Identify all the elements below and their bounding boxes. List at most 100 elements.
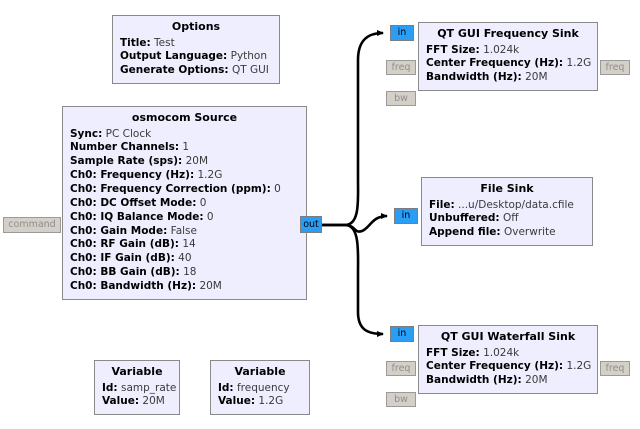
prop-key: Output Language: [120, 50, 228, 63]
prop-ch0-gain-mode: Ch0: Gain Mode: False [70, 225, 299, 239]
prop-key: Ch0: RF Gain (dB): [70, 238, 180, 251]
prop-key: Ch0: BB Gain (dB): [70, 266, 180, 279]
prop-value: 18 [183, 266, 197, 279]
prop-value: 20M [525, 374, 548, 387]
prop-value-row: Value: 1.2G [218, 395, 302, 409]
block-qt-gui-waterfall-sink[interactable]: QT GUI Waterfall Sink FFT Size: 1.024k C… [418, 325, 598, 395]
prop-value: 14 [182, 238, 196, 251]
prop-value: 20M [185, 155, 209, 168]
block-options-prop-output-language: Output Language: Python [120, 50, 272, 64]
block-variable-frequency[interactable]: Variable Id: frequency Value: 1.2G [210, 360, 310, 416]
prop-value: 0 [206, 210, 214, 223]
wire-out-to-file-sink [322, 213, 388, 233]
prop-value: Off [502, 212, 519, 225]
prop-value: 1.024k [483, 346, 520, 359]
prop-key: Ch0: IF Gain (dB): [70, 252, 175, 265]
prop-key: Sync: [70, 127, 103, 140]
prop-value: frequency [236, 381, 290, 394]
prop-number-channels: Number Channels: 1 [70, 141, 299, 155]
port-waterfall-sink-bw-in[interactable]: bw [386, 392, 416, 407]
prop-key: Sample Rate (sps): [70, 155, 183, 168]
port-waterfall-sink-freq-out[interactable]: freq [600, 361, 630, 376]
prop-key: Ch0: IQ Balance Mode: [70, 210, 204, 223]
port-frequency-sink-freq-in[interactable]: freq [386, 60, 416, 75]
prop-file: File: ...u/Desktop/data.cfile [429, 199, 585, 213]
prop-key: Append file: [429, 226, 501, 239]
wire-out-to-frequency-sink [322, 30, 384, 227]
prop-key: Value: [102, 395, 140, 408]
prop-center-frequency: Center Frequency (Hz): 1.2G [426, 360, 592, 374]
prop-value: 1.2G [566, 360, 592, 373]
prop-value: 1.2G [566, 57, 592, 70]
prop-key: Unbuffered: [429, 212, 500, 225]
prop-key: Ch0: DC Offset Mode: [70, 196, 197, 209]
prop-value: 0 [274, 182, 281, 195]
prop-value-row: Value: 20M [102, 395, 172, 409]
block-qt-gui-waterfall-sink-title: QT GUI Waterfall Sink [440, 330, 576, 343]
prop-value: Overwrite [503, 226, 556, 239]
prop-key: Bandwidth (Hz): [426, 71, 522, 84]
block-options-title: Options [171, 20, 221, 33]
block-variable-samp-rate[interactable]: Variable Id: samp_rate Value: 20M [94, 360, 180, 416]
prop-bandwidth: Bandwidth (Hz): 20M [426, 71, 590, 85]
block-options-prop-title: Title: Test [120, 37, 272, 51]
block-qt-gui-frequency-sink[interactable]: QT GUI Frequency Sink FFT Size: 1.024k C… [418, 22, 598, 92]
prop-key: FFT Size: [426, 346, 480, 359]
block-options-prop-generate-options: Generate Options: QT GUI [120, 64, 272, 78]
prop-value: 1.2G [197, 169, 223, 182]
wire-out-to-waterfall-sink [322, 223, 384, 337]
prop-ch0-frequency: Ch0: Frequency (Hz): 1.2G [70, 169, 299, 183]
prop-value: 20M [525, 71, 548, 84]
prop-value: samp_rate [120, 381, 177, 394]
block-variable-frequency-title: Variable [234, 365, 286, 378]
prop-value: PC Clock [105, 127, 152, 140]
prop-ch0-bandwidth: Ch0: Bandwidth (Hz): 20M [70, 280, 299, 294]
block-osmocom-source-title: osmocom Source [131, 111, 238, 124]
prop-key: Value: [218, 395, 256, 408]
prop-key: File: [429, 198, 455, 211]
prop-key: Ch0: Gain Mode: [70, 224, 168, 237]
prop-value: QT GUI [231, 64, 269, 77]
block-qt-gui-frequency-sink-title: QT GUI Frequency Sink [437, 27, 579, 40]
port-file-sink-in[interactable]: in [394, 208, 418, 224]
port-osmocom-command[interactable]: command [3, 217, 61, 233]
prop-value: 1.024k [483, 43, 520, 56]
port-frequency-sink-freq-out[interactable]: freq [600, 60, 630, 75]
prop-value: 40 [178, 252, 192, 265]
prop-center-frequency: Center Frequency (Hz): 1.2G [426, 57, 592, 71]
port-waterfall-sink-freq-in[interactable]: freq [386, 361, 416, 376]
prop-unbuffered: Unbuffered: Off [429, 212, 585, 226]
prop-value: 20M [142, 395, 165, 408]
port-frequency-sink-in[interactable]: in [390, 25, 414, 41]
prop-sync: Sync: PC Clock [70, 128, 299, 142]
prop-ch0-dc-offset-mode: Ch0: DC Offset Mode: 0 [70, 197, 299, 211]
port-waterfall-sink-in[interactable]: in [390, 326, 414, 342]
prop-fft-size: FFT Size: 1.024k [426, 44, 590, 58]
block-options[interactable]: Options Title: Test Output Language: Pyt… [112, 15, 280, 85]
prop-key: Id: [102, 381, 118, 394]
prop-key: Id: [218, 381, 234, 394]
prop-value: 1.2G [258, 395, 284, 408]
prop-ch0-frequency-correction: Ch0: Frequency Correction (ppm): 0 [70, 183, 299, 197]
prop-ch0-if-gain: Ch0: IF Gain (dB): 40 [70, 252, 299, 266]
prop-id: Id: samp_rate [102, 381, 176, 396]
prop-value: 20M [199, 279, 222, 292]
block-osmocom-source[interactable]: osmocom Source Sync: PC Clock Number Cha… [62, 106, 307, 300]
prop-key: Center Frequency (Hz): [426, 57, 564, 70]
prop-bandwidth: Bandwidth (Hz): 20M [426, 374, 590, 388]
prop-append-file: Append file: Overwrite [429, 226, 585, 240]
prop-id: Id: frequency [218, 382, 302, 396]
prop-ch0-bb-gain: Ch0: BB Gain (dB): 18 [70, 266, 299, 280]
port-frequency-sink-bw-in[interactable]: bw [386, 91, 416, 106]
port-osmocom-out[interactable]: out [300, 216, 322, 233]
block-variable-samp-rate-title: Variable [111, 365, 163, 378]
block-file-sink[interactable]: File Sink File: ...u/Desktop/data.cfile … [421, 177, 593, 247]
prop-ch0-iq-balance-mode: Ch0: IQ Balance Mode: 0 [70, 211, 299, 225]
prop-value: 1 [182, 141, 190, 154]
prop-key: FFT Size: [426, 43, 480, 56]
block-file-sink-title: File Sink [480, 182, 534, 195]
prop-key: Number Channels: [70, 141, 180, 154]
prop-value: ...u/Desktop/data.cfile [458, 198, 574, 211]
prop-sample-rate: Sample Rate (sps): 20M [70, 155, 299, 169]
